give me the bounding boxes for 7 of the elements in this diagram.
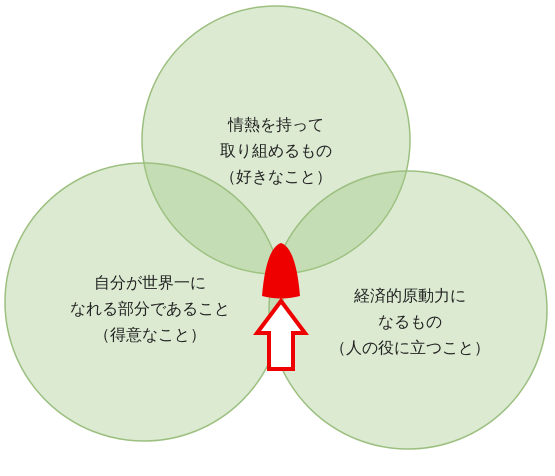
circle-note: （好きなこと） (220, 166, 332, 188)
block-arrow (253, 298, 309, 371)
circle-label: 経済的原動力になるもの (354, 285, 466, 333)
circle-note: （人の役に立つこと） (330, 337, 490, 359)
circle-label: 自分が世界一になれる部分であること (70, 272, 230, 320)
circle-label: 情熱を持って取り組めるもの (220, 114, 332, 162)
circle-note: （得意なこと） (94, 324, 206, 346)
